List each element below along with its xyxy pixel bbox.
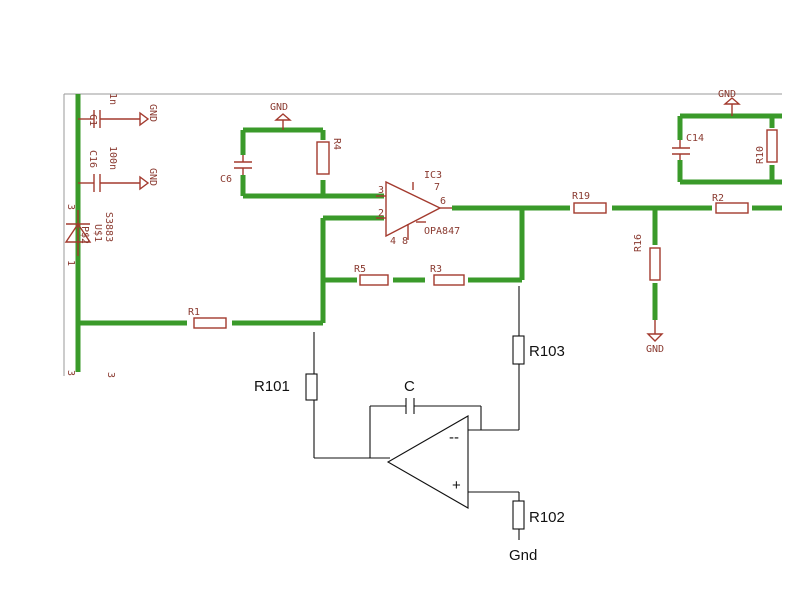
c14-label: C14 — [686, 133, 704, 144]
ic3-label: IC3 — [424, 170, 442, 181]
r103-label: R103 — [529, 343, 565, 360]
ic3-pin-3: 3 — [378, 185, 384, 196]
r1-label: R1 — [188, 307, 200, 318]
gnd-overlay-label: Gnd — [509, 547, 537, 564]
ic3-opamp — [376, 180, 452, 240]
r5-label: R5 — [354, 264, 366, 275]
c16-value: 100n — [107, 146, 118, 170]
r4-label: R4 — [331, 138, 342, 150]
pcb-traces — [75, 94, 782, 372]
c1-value: 1n — [107, 93, 118, 105]
gnd-label-4: GND — [646, 344, 664, 355]
gnd-label-2: GND — [147, 168, 158, 186]
r19-label: R19 — [572, 191, 590, 202]
u1-label: U$1 — [92, 224, 103, 242]
c1-label: C1 — [87, 114, 98, 126]
u1-pin-3: 3 — [65, 204, 76, 210]
c6-r4-components — [234, 113, 330, 175]
opamp-plus-label: + — [452, 477, 461, 494]
pin-marker-bl: 3 — [65, 370, 76, 376]
ic3-pin-7: 7 — [434, 182, 440, 193]
ic3-part: OPA847 — [424, 226, 460, 237]
ic3-pin-8: 8 — [402, 236, 408, 247]
overlay-circuit — [305, 286, 525, 540]
opamp-minus-label: -- — [449, 429, 459, 446]
u1-sub-label: P$2 — [79, 226, 90, 244]
schematic-frame — [63, 93, 782, 376]
c16-label: C16 — [87, 150, 98, 168]
u1-pin-1: 1 — [65, 260, 76, 266]
r3-label: R3 — [430, 264, 442, 275]
u1-part: S3883 — [103, 212, 114, 242]
left-rail-components — [64, 110, 150, 256]
c6-label: C6 — [220, 174, 232, 185]
ic3-pin-4: 4 — [390, 236, 396, 247]
ic3-pin-6: 6 — [440, 196, 446, 207]
gnd-label-3: GND — [270, 102, 288, 113]
ic3-pin-2: 2 — [378, 208, 384, 219]
r101-label: R101 — [254, 378, 290, 395]
r102-label: R102 — [529, 509, 565, 526]
r2-label: R2 — [712, 193, 724, 204]
capacitor-label: C — [404, 378, 415, 395]
c14-r10-components — [672, 97, 778, 163]
gnd-label-5: GND — [718, 89, 736, 100]
r10-label: R10 — [755, 146, 766, 164]
r16-label: R16 — [633, 234, 644, 252]
resistors — [193, 202, 749, 342]
gnd-label-1: GND — [147, 104, 158, 122]
pin-marker-bl2: 3 — [105, 372, 116, 378]
